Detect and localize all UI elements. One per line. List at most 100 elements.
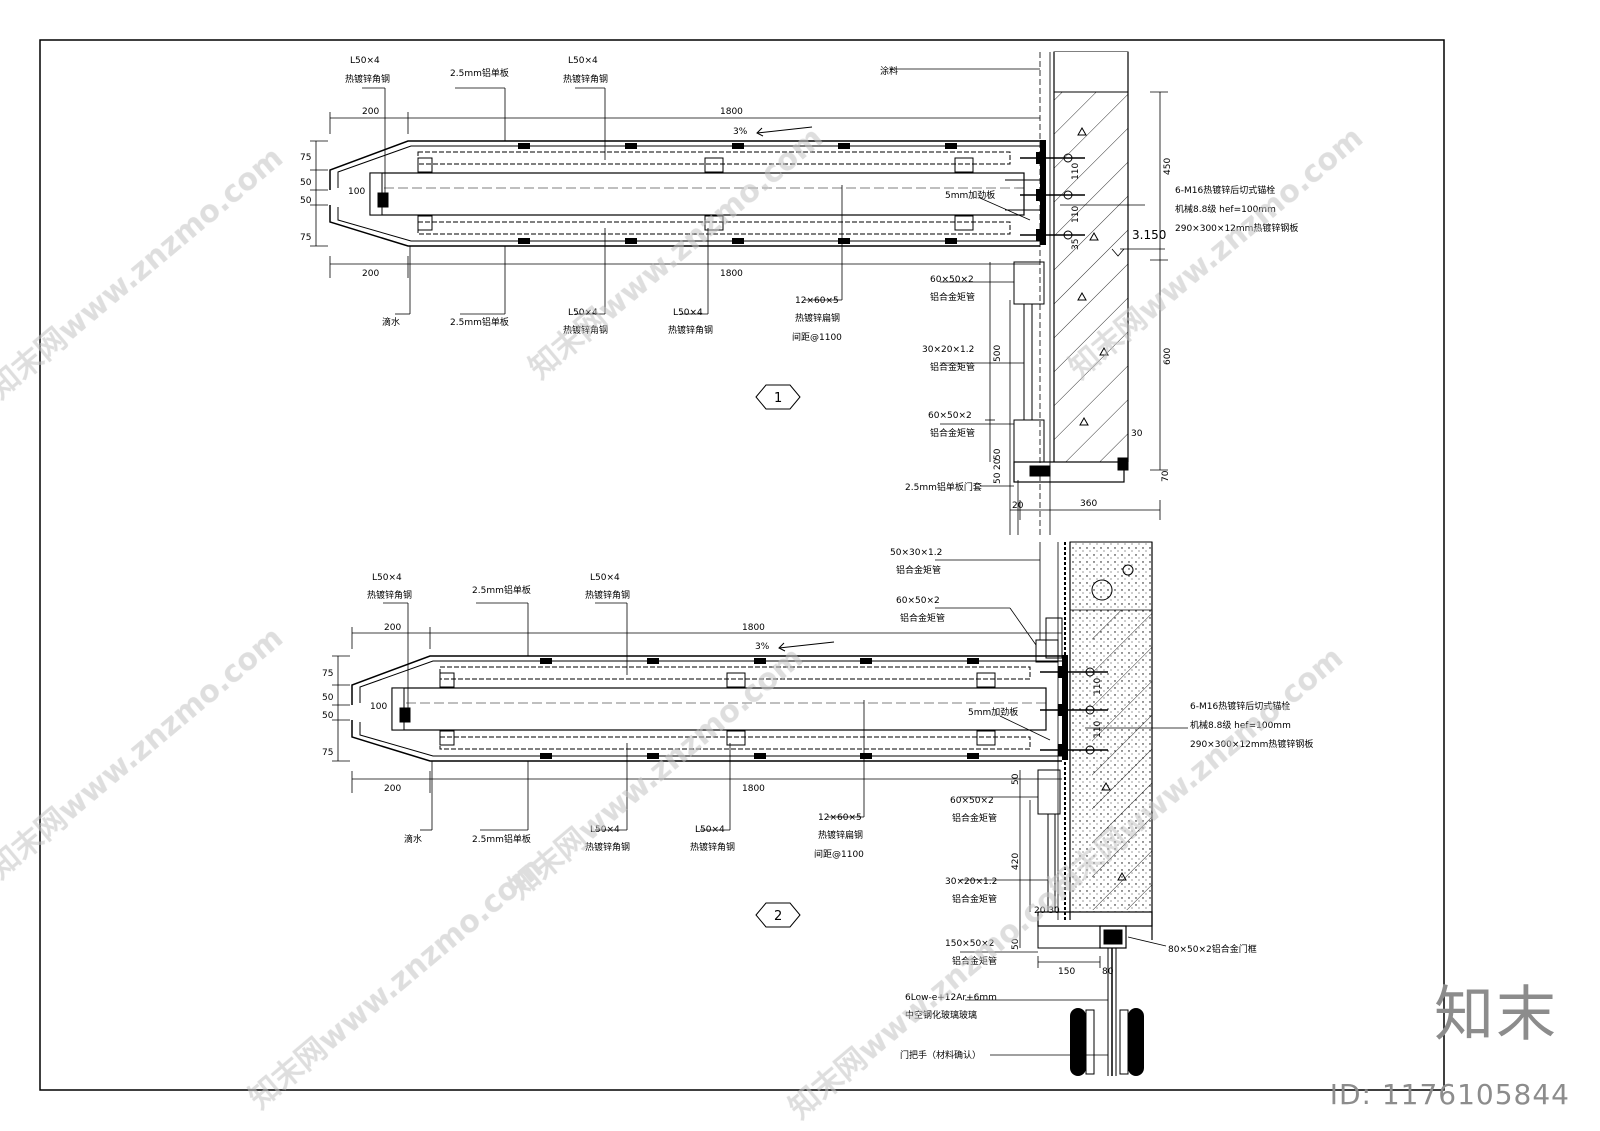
label-tube-60-a-sub: 铝合金矩管 <box>900 612 945 624</box>
label-angle-bot-b-sub: 热镀锌角钢 <box>668 324 713 336</box>
canopy-section-1 <box>329 140 1040 247</box>
dim-50-b: 50 <box>300 196 312 206</box>
dim-420: 420 <box>1011 853 1021 870</box>
detail-1: L50×4 热镀锌角钢 2.5mm铝单板 L50×4 热镀锌角钢 涂料 200 … <box>300 51 1298 535</box>
label-tube-150-sub: 铝合金矩管 <box>952 955 997 967</box>
dim-1800-top: 1800 <box>720 107 743 117</box>
label-angle-bot-a-sub: 热镀锌角钢 <box>563 324 608 336</box>
dim-200-bot: 200 <box>384 784 401 794</box>
label-drip: 滴水 <box>382 316 400 328</box>
dim-1800-bot: 1800 <box>742 784 765 794</box>
dim-1800-bot: 1800 <box>720 269 743 279</box>
watermark-text: 知末网www.znzmo.com <box>0 620 290 886</box>
label-angle-bot-b: L50×4 <box>673 308 703 318</box>
label-flat-bar-sub: 热镀锌扁钢 <box>795 312 840 324</box>
label-tube-50-sub: 铝合金矩管 <box>896 564 941 576</box>
dim-50-d: 50 <box>1011 938 1021 950</box>
anchor-note-line2: 机械8.8级 hef=100mm <box>1175 203 1276 215</box>
anchor-plate-1 <box>1020 140 1085 245</box>
canopy-section-2 <box>351 655 1062 762</box>
label-angle-top-mid: L50×4 <box>590 573 620 583</box>
label-drip: 滴水 <box>404 833 422 845</box>
dim-1800-top: 1800 <box>742 623 765 633</box>
label-flat-spacing: 间距@1100 <box>814 848 864 860</box>
dimensions-2 <box>332 627 1101 968</box>
door-handle-icon <box>1070 1008 1144 1076</box>
label-panel-top: 2.5mm铝单板 <box>472 584 531 596</box>
label-panel-top: 2.5mm铝单板 <box>450 67 509 79</box>
label-coating: 涂料 <box>880 65 898 77</box>
watermark-text: 知末网www.znzmo.com <box>243 850 550 1116</box>
watermark-text: 知末网www.znzmo.com <box>0 140 290 406</box>
anchor-note-line2: 机械8.8级 hef=100mm <box>1190 719 1291 731</box>
dim-600: 600 <box>1163 348 1173 365</box>
stiffener-1 <box>1005 179 1040 211</box>
label-flat-bar: 12×60×5 <box>795 296 839 306</box>
detail-number-1: 1 <box>774 391 782 406</box>
label-door-cover: 2.5mm铝单板门套 <box>905 481 982 493</box>
watermark-text: 知末网www.znzmo.com <box>503 640 810 906</box>
labels-1: L50×4 热镀锌角钢 2.5mm铝单板 L50×4 热镀锌角钢 涂料 200 … <box>300 56 1298 511</box>
dim-110-a: 110 <box>1071 163 1081 180</box>
dim-450: 450 <box>1163 158 1173 175</box>
watermark-text: 知末网www.znzmo.com <box>783 860 1090 1126</box>
labels-2: L50×4 热镀锌角钢 2.5mm铝单板 L50×4 热镀锌角钢 50×30×1… <box>322 548 1313 1061</box>
dim-150: 150 <box>1058 967 1075 977</box>
detail-number-2: 2 <box>774 909 782 924</box>
dim-200-top: 200 <box>362 107 379 117</box>
detail-tag-2 <box>755 902 801 928</box>
dim-75-a: 75 <box>322 669 333 679</box>
dim-20-30: 20 30 <box>1034 906 1060 916</box>
label-angle-top-left: L50×4 <box>350 56 380 66</box>
label-angle-bot-b: L50×4 <box>695 825 725 835</box>
dim-110-b: 110 <box>1093 721 1103 738</box>
dim-360: 360 <box>1080 499 1097 509</box>
brand-watermark: 知末 <box>1434 980 1558 1050</box>
label-door-frame: 80×50×2铝合金门框 <box>1168 943 1257 955</box>
image-id-watermark: ID: 1176105844 <box>1329 1078 1570 1111</box>
slope-label: 3% <box>733 127 748 137</box>
dim-80: 80 <box>1102 967 1114 977</box>
anchor-plate-2 <box>1035 617 1108 760</box>
dimensions-1 <box>310 91 1168 520</box>
label-flat-bar: 12×60×5 <box>818 813 862 823</box>
watermark-layer: 知末网www.znzmo.com 知末网www.znzmo.com 知末网www… <box>0 120 1370 1126</box>
label-tube-150: 150×50×2 <box>945 939 994 949</box>
label-tube-50: 50×30×1.2 <box>890 548 942 558</box>
label-flat-spacing: 间距@1100 <box>792 331 842 343</box>
label-tube-60-b: 60×50×2 <box>928 411 972 421</box>
leaders-2 <box>383 559 1188 1056</box>
slope-arrow-2 <box>778 641 835 652</box>
elevation-mark: 3.150 <box>1132 228 1166 242</box>
label-glass-2: 中空钢化玻璃玻璃 <box>905 1009 977 1021</box>
dim-500: 500 <box>993 345 1003 362</box>
label-angle-bot-a: L50×4 <box>568 308 598 318</box>
label-angle-bot-a: L50×4 <box>590 825 620 835</box>
label-angle-top-mid-sub: 热镀锌角钢 <box>585 589 630 601</box>
detail-tag-1 <box>755 384 801 410</box>
label-tube-60-a-sub: 铝合金矩管 <box>930 291 975 303</box>
dim-70: 70 <box>1161 470 1171 482</box>
label-panel-bot: 2.5mm铝单板 <box>450 316 509 328</box>
label-tube-30: 30×20×1.2 <box>922 345 974 355</box>
label-tube-60-b-sub: 铝合金矩管 <box>952 812 997 824</box>
dim-100: 100 <box>370 702 387 712</box>
dim-50-b: 50 <box>322 711 334 721</box>
watermark-text: 知末网www.znzmo.com <box>523 120 830 386</box>
leaders-1 <box>362 68 1145 487</box>
dim-110-a: 110 <box>1093 678 1103 695</box>
label-angle-bot-a-sub: 热镀锌角钢 <box>585 841 630 853</box>
label-stiffener: 5mm加劲板 <box>945 189 995 201</box>
label-angle-top-mid: L50×4 <box>568 56 598 66</box>
label-angle-bot-b-sub: 热镀锌角钢 <box>690 841 735 853</box>
label-tube-30-sub: 铝合金矩管 <box>952 893 997 905</box>
label-panel-bot: 2.5mm铝单板 <box>472 833 531 845</box>
label-tube-60-b-sub: 铝合金矩管 <box>930 427 975 439</box>
anchor-note-line1: 6-M16热镀锌后切式锚栓 <box>1175 184 1275 196</box>
dim-30: 30 <box>1131 429 1143 439</box>
label-tube-60-a: 60×50×2 <box>930 275 974 285</box>
dim-75-b: 75 <box>322 748 333 758</box>
label-handle: 门把手（材料确认） <box>900 1049 981 1061</box>
dim-50-a: 50 <box>300 178 312 188</box>
